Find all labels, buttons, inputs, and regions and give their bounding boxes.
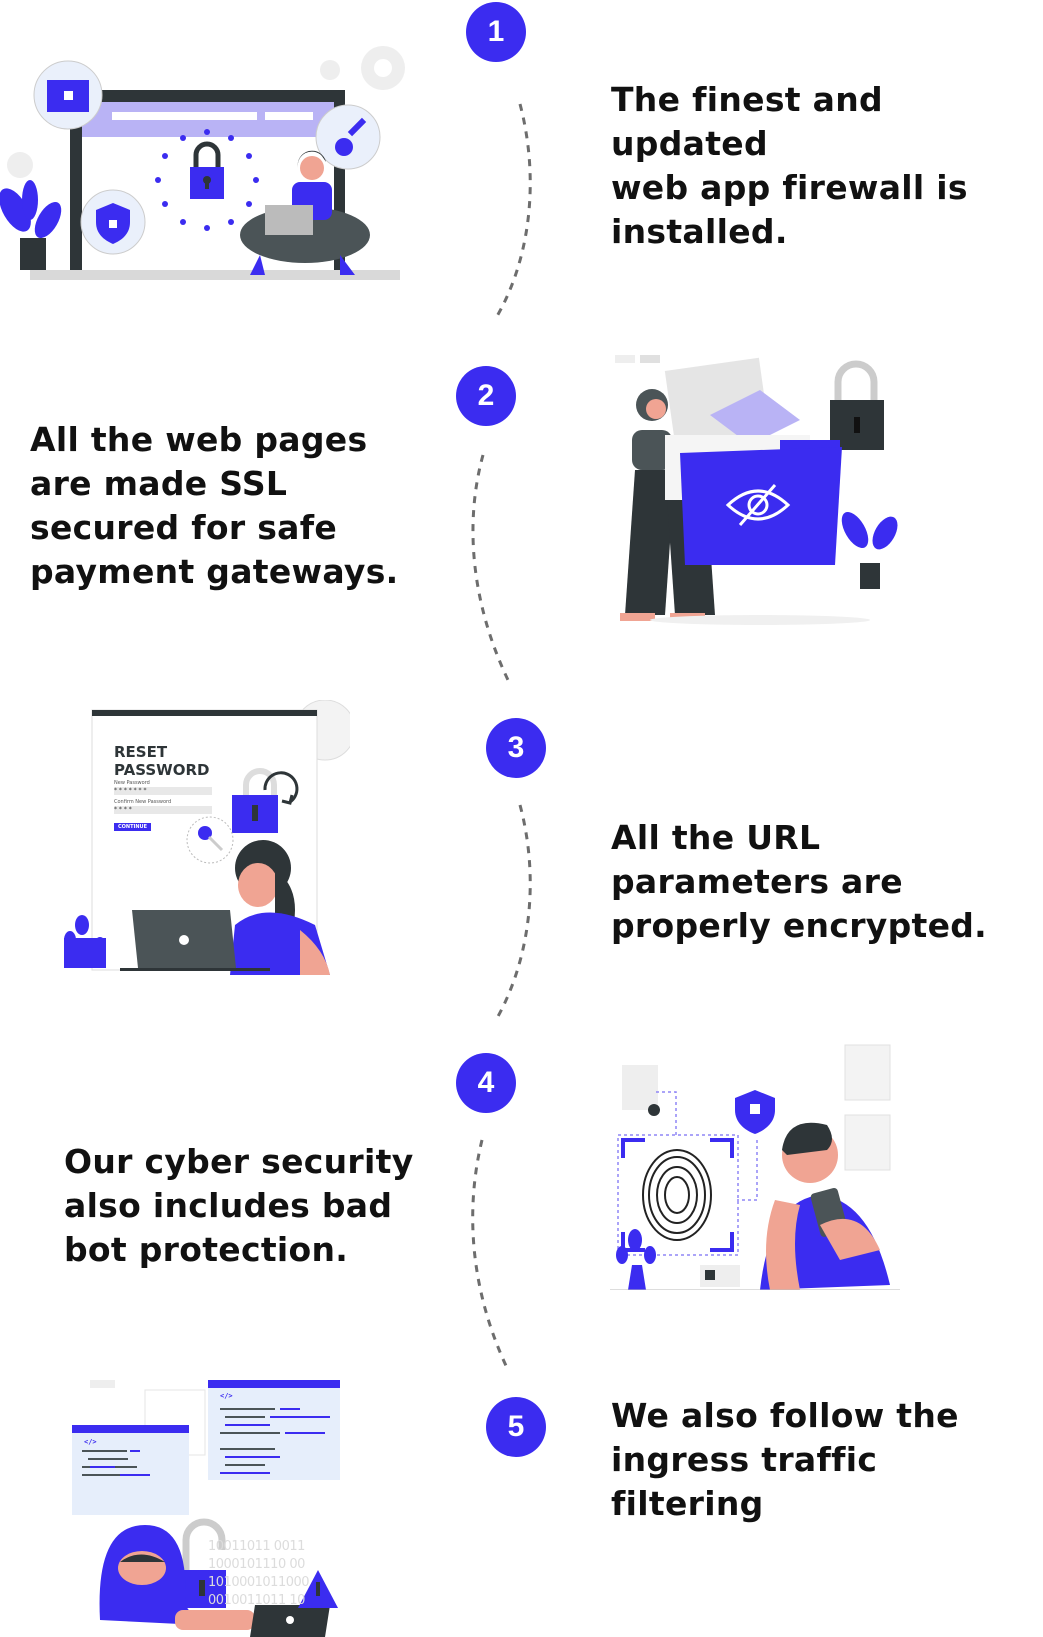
code-window-left: [72, 1425, 189, 1515]
woman-with-laptop-icon: [240, 150, 370, 275]
connector-3-4: [494, 804, 532, 1021]
woman-icon: [230, 840, 330, 975]
code-window-right: [208, 1380, 340, 1480]
step-number-1: 1: [466, 2, 526, 62]
step-number-2: 2: [456, 366, 516, 426]
step-3-text: All the URL parameters are properly encr…: [611, 818, 988, 945]
folder-icon: [665, 435, 842, 565]
shield-icon: [80, 189, 146, 255]
fingerprint-scan-illustration: [610, 1044, 900, 1290]
star-ring: [155, 129, 259, 231]
laptop-icon: [120, 910, 270, 971]
new-password-field: * * * * * * *: [114, 787, 212, 795]
plant-icon: [841, 511, 898, 589]
continue-button: CONTINUE: [114, 823, 152, 831]
key-icon: [315, 104, 381, 170]
code-tag-left: </>: [84, 1438, 97, 1446]
step-1-text: The finest and updated web app firewall …: [611, 80, 968, 251]
connector-2-3: [471, 454, 510, 681]
padlock-icon: [178, 1518, 226, 1608]
step-number-4: 4: [456, 1053, 516, 1113]
code-tag-right: </>: [220, 1392, 233, 1400]
key-bubble-icon: [186, 816, 234, 864]
id-card-icon: [700, 1265, 740, 1287]
flower-icon: [616, 1229, 656, 1290]
connector-4-5: [471, 1139, 510, 1371]
step-number-5: 5: [486, 1397, 546, 1457]
refresh-icon: [263, 771, 299, 805]
lock-icon: [190, 141, 224, 199]
step-4-text: Our cyber security also includes bad bot…: [64, 1142, 414, 1269]
new-password-label: New Password: [114, 780, 150, 786]
confirm-password-field: * * * *: [114, 806, 212, 814]
padlock-icon: [830, 360, 884, 450]
plant-icon: [0, 180, 62, 270]
gear-icon: [7, 46, 405, 178]
padlock-icon: [232, 768, 278, 833]
step-5-text: We also follow the ingress traffic filte…: [611, 1396, 959, 1523]
reset-password-title: RESET PASSWORD: [114, 743, 210, 779]
reset-password-illustration: RESET PASSWORD New Password * * * * * * …: [60, 700, 350, 980]
tulip-plant-icon: [64, 915, 106, 968]
web-firewall-illustration: [0, 46, 405, 280]
hooded-hacker-icon: [99, 1525, 255, 1630]
confirm-password-label: Confirm New Password: [114, 799, 172, 805]
connector-1-2: [494, 103, 532, 319]
warning-icon: [298, 1570, 338, 1608]
binary-stream: 10011011 0011 1000101110 00 101000101100…: [208, 1539, 310, 1608]
fingerprint-icon: [642, 1149, 712, 1241]
eye-slash-icon: [725, 484, 791, 526]
folder-lock-icon: [33, 60, 103, 130]
hacker-code-illustration: </> </> 10011011 0011 1000101110 00 1010…: [60, 1370, 345, 1637]
man-with-phone-icon: [760, 1122, 890, 1290]
step-2-text: All the web pages are made SSL secured f…: [30, 420, 399, 591]
shield-lock-icon: [735, 1090, 775, 1134]
laptop-skull-icon: [250, 1605, 330, 1637]
secure-folder-illustration: [615, 355, 898, 625]
step-number-3: 3: [486, 718, 546, 778]
document-lock-icon: [622, 1065, 660, 1116]
